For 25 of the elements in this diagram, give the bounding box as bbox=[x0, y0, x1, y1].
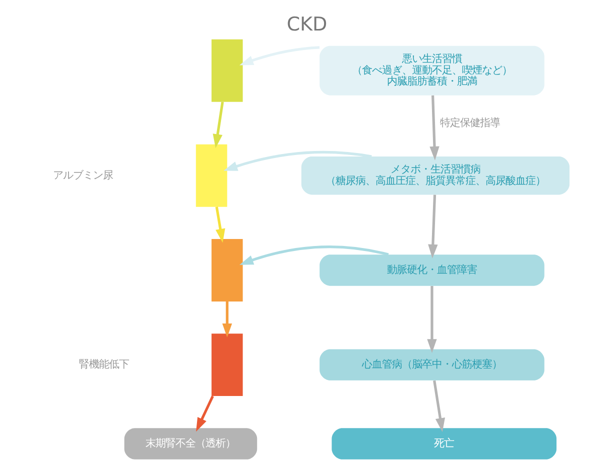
node-box: 死亡 bbox=[332, 428, 556, 460]
arrow bbox=[427, 286, 437, 353]
arrow bbox=[212, 102, 224, 148]
arrow bbox=[239, 46, 320, 66]
diagram-title: CKD bbox=[286, 12, 328, 36]
node-bar bbox=[196, 144, 228, 207]
node-bar bbox=[212, 39, 243, 102]
arrow bbox=[222, 302, 232, 338]
label: 腎機能低下 bbox=[78, 358, 129, 370]
node-box: 心血管病（脳卒中・心筋梗塞） bbox=[320, 349, 544, 380]
arrow bbox=[428, 194, 438, 258]
node-box: メタボ・生活習慣病 （糖尿病、高血圧症、脂質異常症、高尿酸血症） bbox=[301, 156, 570, 195]
node-box: 動脈硬化・血管障害 bbox=[320, 254, 544, 286]
arrow bbox=[239, 246, 389, 265]
arrow bbox=[430, 95, 440, 160]
arrow bbox=[215, 206, 226, 243]
node-box: 悪い生活習慣 （食べ過ぎ、運動不足、喫煙など） 内臓脂肪蓄積・肥満 bbox=[320, 46, 544, 96]
node-box: 末期腎不全（透析） bbox=[124, 428, 258, 460]
node-bar bbox=[212, 334, 243, 396]
arrow bbox=[433, 380, 446, 432]
arrow bbox=[196, 396, 214, 432]
edge-label: 特定保健指導 bbox=[440, 116, 500, 129]
node-bar bbox=[212, 238, 243, 302]
label: アルブミン尿 bbox=[53, 169, 114, 182]
arrow bbox=[224, 150, 372, 171]
